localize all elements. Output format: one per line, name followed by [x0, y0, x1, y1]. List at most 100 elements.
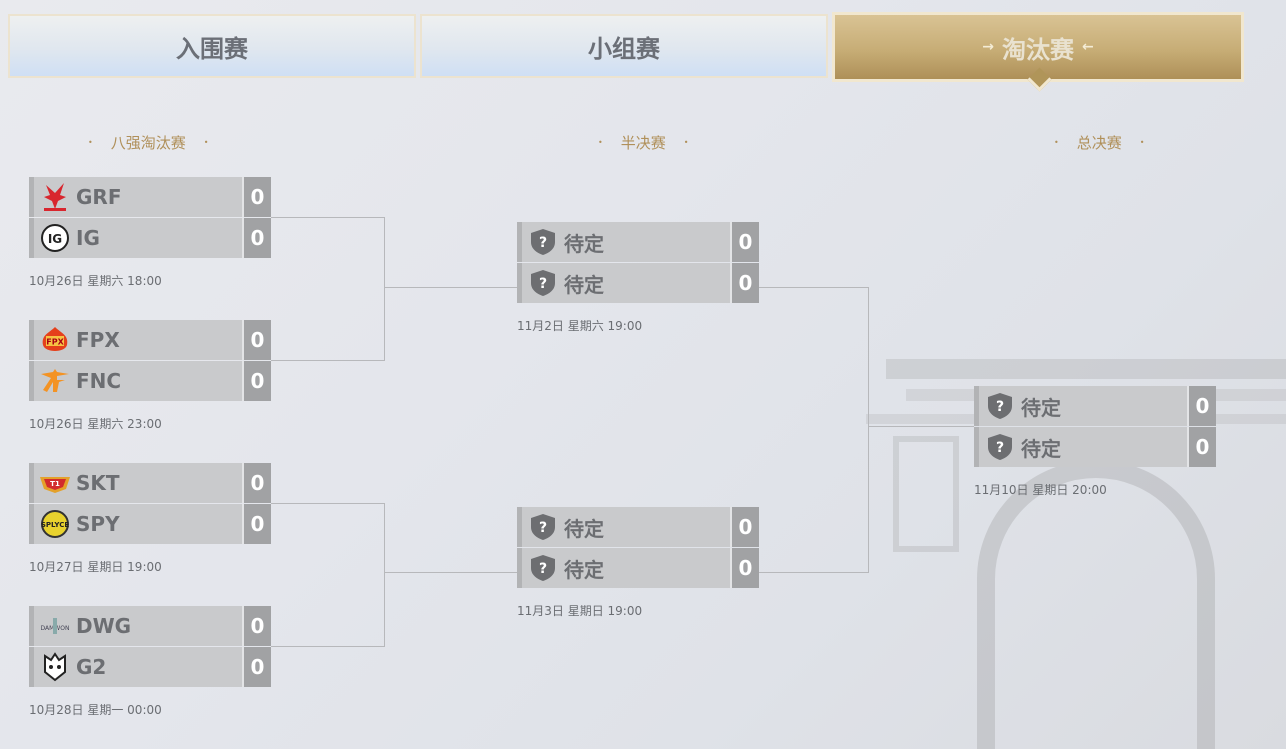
team-score: 0 [242, 647, 271, 687]
shield-glyph: ? [539, 235, 547, 251]
tab-play-in[interactable]: 入围赛 [8, 14, 416, 78]
row-accent [974, 427, 979, 467]
row-accent [29, 177, 34, 217]
row-accent [29, 504, 34, 544]
final-match[interactable]: ? 待定 0 ? 待定 0 11月10日 星期日 20:00 [974, 386, 1216, 498]
ig-logo-text: IG [48, 232, 62, 246]
team-score: 0 [242, 606, 271, 646]
team-row[interactable]: G2 0 [29, 647, 271, 687]
shield-question-icon: ? [979, 392, 1021, 420]
bullet-icon: • [598, 138, 603, 147]
row-accent [29, 320, 34, 360]
match-time: 10月26日 星期六 18:00 [29, 274, 162, 288]
dwg-logo-icon: DAMWON [34, 616, 76, 636]
team-name: GRF [76, 185, 122, 209]
team-name: 待定 [564, 272, 604, 297]
team-row[interactable]: FPX FPX 0 [29, 320, 271, 360]
tab-label: 小组赛 [588, 34, 660, 63]
bullet-icon: • [203, 138, 209, 147]
team-row[interactable]: ? 待定 0 [517, 263, 759, 303]
round-title: 八强淘汰赛 [110, 134, 186, 152]
team-row[interactable]: DAMWON DWG 0 [29, 606, 271, 646]
match-time: 11月2日 星期六 19:00 [517, 319, 643, 333]
tab-group-stage[interactable]: 小组赛 [420, 14, 828, 78]
tab-label: 淘汰赛 [1002, 35, 1074, 64]
bracket-connector [384, 572, 517, 573]
team-row[interactable]: GRF 0 [29, 177, 271, 217]
ig-logo-icon: IG [34, 223, 76, 253]
team-row[interactable]: ? 待定 0 [517, 222, 759, 262]
team-score: 0 [1187, 386, 1216, 426]
team-score: 0 [242, 320, 271, 360]
bracket-connector [271, 646, 385, 647]
shield-question-icon: ? [979, 433, 1021, 461]
bracket-connector [868, 426, 974, 427]
team-row[interactable]: T1 SKT 0 [29, 463, 271, 503]
shield-glyph: ? [539, 276, 547, 292]
match-time: 10月26日 星期六 23:00 [29, 417, 162, 431]
row-accent [29, 606, 34, 646]
bracket-connector [759, 287, 869, 288]
team-row[interactable]: FNC 0 [29, 361, 271, 401]
bracket-connector [271, 360, 385, 361]
team-name: 待定 [564, 231, 604, 256]
team-row[interactable]: ? 待定 0 [517, 507, 759, 547]
team-row[interactable]: ? 待定 0 [974, 427, 1216, 467]
team-score: 0 [242, 463, 271, 503]
round-header-final: • 总决赛 • [1054, 132, 1144, 153]
quarterfinal-match-1[interactable]: GRF 0 IG IG 0 10月26日 星期六 18:00 [29, 177, 271, 289]
match-time: 11月3日 星期日 19:00 [517, 604, 643, 618]
team-name: 待定 [564, 516, 604, 541]
team-name: FNC [76, 369, 122, 393]
quarterfinal-match-3[interactable]: T1 SKT 0 SPLYCE SPY 0 10月27日 星期日 19:00 [29, 463, 271, 575]
match-time: 10月28日 星期一 00:00 [29, 703, 162, 717]
shield-glyph: ? [996, 399, 1004, 415]
team-row[interactable]: ? 待定 0 [974, 386, 1216, 426]
quarterfinal-match-2[interactable]: FPX FPX 0 FNC 0 10月26日 星期六 23:00 [29, 320, 271, 432]
bracket-connector [271, 217, 385, 218]
row-accent [517, 263, 522, 303]
bracket-connector [271, 503, 385, 504]
active-tab-pointer [1027, 67, 1052, 92]
team-score: 0 [730, 507, 759, 547]
bullet-icon: • [1054, 138, 1059, 147]
round-title: 总决赛 [1076, 134, 1122, 152]
team-row[interactable]: IG IG 0 [29, 218, 271, 258]
semifinal-match-1[interactable]: ? 待定 0 ? 待定 0 11月2日 星期六 19:00 [517, 222, 759, 334]
match-time: 10月27日 星期日 19:00 [29, 560, 162, 574]
bullet-icon: • [1139, 138, 1145, 147]
shield-question-icon: ? [522, 228, 564, 256]
round-title: 半决赛 [620, 134, 666, 152]
tab-label: 入围赛 [176, 34, 248, 63]
team-name: 待定 [1021, 436, 1061, 461]
row-accent [517, 507, 522, 547]
skt-logo-icon: T1 [34, 471, 76, 495]
spy-logo-icon: SPLYCE [34, 509, 76, 539]
spy-logo-text: SPLYCE [41, 521, 69, 529]
team-name: 待定 [1021, 395, 1061, 420]
team-name: G2 [76, 655, 107, 679]
fpx-logo-icon: FPX [34, 325, 76, 355]
team-score: 0 [1187, 427, 1216, 467]
semifinal-match-2[interactable]: ? 待定 0 ? 待定 0 11月3日 星期日 19:00 [517, 507, 759, 619]
team-row[interactable]: ? 待定 0 [517, 548, 759, 588]
bracket-connector [384, 287, 517, 288]
shield-glyph: ? [539, 520, 547, 536]
bracket-connector [384, 503, 385, 647]
team-name: SKT [76, 471, 120, 495]
bullet-icon: • [683, 138, 689, 147]
shield-question-icon: ? [522, 513, 564, 541]
shield-question-icon: ? [522, 269, 564, 297]
bracket-connector [384, 217, 385, 361]
quarterfinal-match-4[interactable]: DAMWON DWG 0 G2 0 10月28日 星期一 00:00 [29, 606, 271, 718]
bullet-icon: • [88, 138, 93, 147]
team-score: 0 [242, 177, 271, 217]
grf-logo-icon [34, 181, 76, 213]
row-accent [517, 548, 522, 588]
team-score: 0 [242, 361, 271, 401]
fnc-logo-icon [34, 368, 76, 394]
row-accent [517, 222, 522, 262]
tab-knockout[interactable]: → 淘汰赛 ← [832, 12, 1244, 92]
team-row[interactable]: SPLYCE SPY 0 [29, 504, 271, 544]
team-score: 0 [730, 548, 759, 588]
